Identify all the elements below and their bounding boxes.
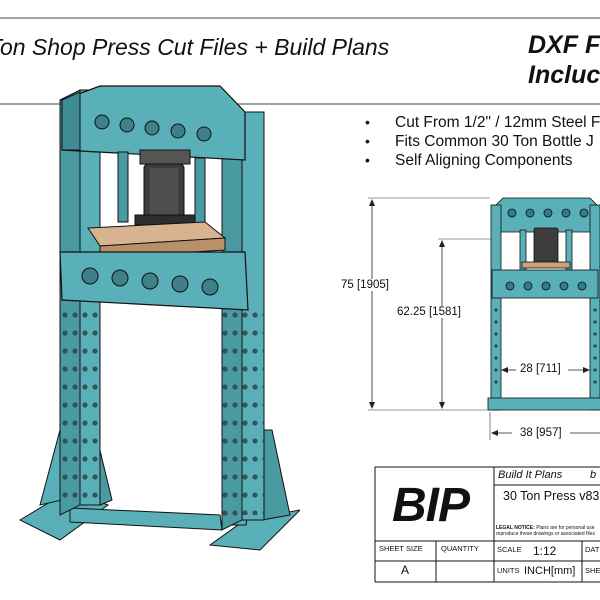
post-holes bbox=[494, 308, 597, 384]
feature-item: Cut From 1/2" / 12mm Steel F bbox=[365, 113, 600, 132]
sheet-label: SHE bbox=[585, 566, 600, 575]
sheet-size-label: SHEET SIZE bbox=[379, 544, 423, 553]
left-post bbox=[59, 89, 101, 516]
date-label: DAT bbox=[585, 545, 600, 554]
format-heading: DXF F Incluc bbox=[528, 30, 600, 90]
page-title: Ton Shop Press Cut Files + Build Plans bbox=[0, 34, 390, 60]
legal-notice-text-2: reproduce these drawings or associated f… bbox=[496, 531, 595, 537]
right-post bbox=[221, 111, 265, 531]
format-heading-line2: Incluc bbox=[528, 61, 600, 89]
quantity-label: QUANTITY bbox=[441, 544, 479, 553]
legal-notice: LEGAL NOTICE: Plans are for personal use… bbox=[496, 525, 595, 537]
working-height-dimension: 62.25 [1581] bbox=[395, 306, 463, 318]
top-crown bbox=[61, 85, 246, 161]
company-name-suffix: b bbox=[590, 469, 597, 481]
company-name: Build It Plans bbox=[498, 469, 563, 481]
scale-value: 1:12 bbox=[533, 544, 557, 558]
press-3d-render bbox=[18, 85, 300, 551]
overall-width-dimension: 38 [957] bbox=[518, 427, 564, 439]
project-name: 30 Ton Press v83 bbox=[503, 489, 600, 503]
front-view-press bbox=[487, 197, 600, 411]
feature-item: Fits Common 30 Ton Bottle J bbox=[365, 132, 600, 151]
feature-item: Self Aligning Components bbox=[365, 151, 600, 170]
format-heading-line1: DXF F bbox=[528, 31, 600, 59]
bip-logo: BIP bbox=[392, 479, 470, 532]
feature-list: Cut From 1/2" / 12mm Steel F Fits Common… bbox=[365, 113, 600, 170]
legal-notice-label: LEGAL NOTICE: bbox=[496, 525, 535, 531]
scale-label: SCALE bbox=[497, 545, 522, 554]
units-value: INCH[mm] bbox=[524, 565, 576, 577]
bed-beam bbox=[59, 251, 249, 311]
inner-width-dimension: 28 [711] bbox=[518, 363, 563, 375]
legal-notice-text-1: Plans are for personal use bbox=[536, 525, 595, 531]
overall-height-dimension: 75 [1905] bbox=[339, 279, 391, 291]
units-label: UNITS bbox=[497, 566, 520, 575]
sheet-size-value: A bbox=[401, 563, 410, 577]
